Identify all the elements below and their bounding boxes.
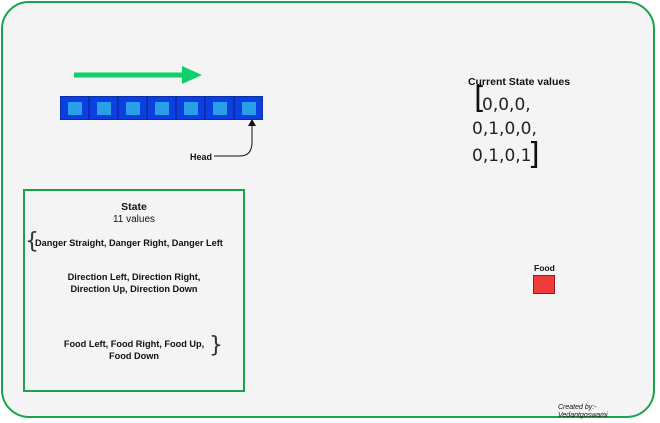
state-title: State (121, 201, 147, 213)
current-state-title: Current State values (467, 76, 571, 88)
snake-segment (118, 96, 147, 120)
current-state-line-2: 0,1,0,0, (472, 119, 537, 139)
snake-body (60, 96, 263, 120)
snake-segment (89, 96, 118, 120)
snake-segment (147, 96, 176, 120)
direction-arrow (74, 66, 202, 84)
snake-segment (205, 96, 234, 120)
state-box: State 11 values { Danger Straight, Dange… (23, 189, 245, 392)
head-pointer-arrow (214, 119, 256, 157)
state-subtitle: 11 values (112, 214, 156, 225)
food-values-line-2: Food Down (108, 351, 159, 361)
credit-line-2: Vedantgoswami (558, 412, 608, 419)
direction-values-line-1: Direction Left, Direction Right, (67, 272, 201, 282)
current-state-line-1: 0,0,0, (482, 95, 531, 115)
credit-line-1: Created by:- (558, 404, 597, 411)
bracket-open: [ (474, 81, 486, 116)
food-values-line-1: Food Left, Food Right, Food Up, (63, 339, 205, 349)
bracket-close: ] (528, 137, 540, 172)
current-state-line-3: 0,1,0,1 (472, 146, 532, 166)
credit: Created by:- Vedantgoswami (558, 404, 608, 420)
brace-close: } (209, 333, 223, 358)
direction-values-line-2: Direction Up, Direction Down (70, 284, 198, 294)
food-block (533, 275, 555, 294)
head-label: Head (190, 152, 213, 162)
food-label: Food (534, 263, 555, 273)
snake-segment (176, 96, 205, 120)
snake-segment (60, 96, 89, 120)
diagram-frame (1, 1, 655, 418)
snake-segment (234, 96, 263, 120)
brace-open: { (25, 229, 39, 254)
danger-values: Danger Straight, Danger Right, Danger Le… (35, 238, 223, 248)
